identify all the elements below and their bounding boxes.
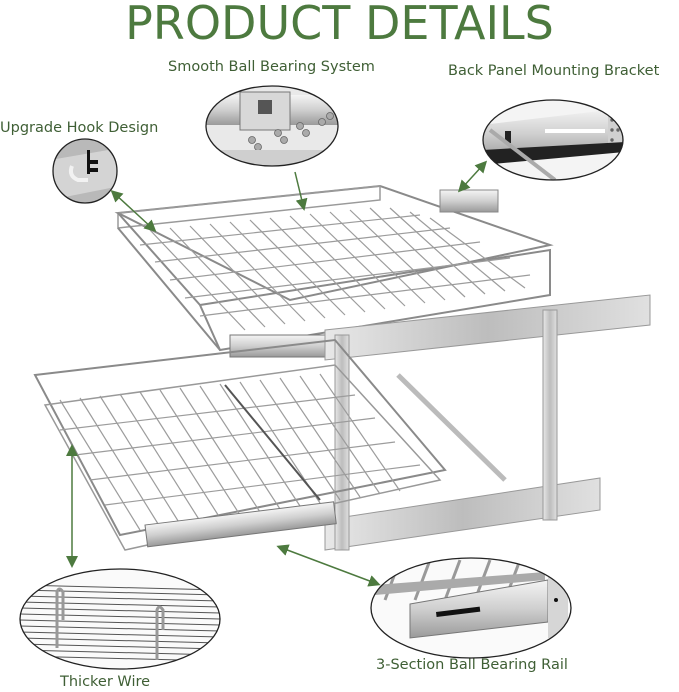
callout-label-thicker-wire: Thicker Wire bbox=[60, 674, 151, 690]
lower-basket bbox=[33, 338, 447, 551]
frame bbox=[324, 294, 651, 551]
callout-label-3-section-rail: 3-Section Ball Bearing Rail bbox=[376, 657, 568, 673]
lower-slide-rail bbox=[144, 501, 337, 548]
callout-3-section-rail bbox=[371, 558, 571, 658]
upper-back-bracket bbox=[439, 189, 499, 213]
upper-basket bbox=[114, 184, 554, 358]
callout-smooth-ball-bearing bbox=[206, 86, 338, 166]
callout-arrows bbox=[66, 160, 488, 587]
page-title: PRODUCT DETAILS bbox=[125, 0, 554, 50]
callout-label-upgrade-hook: Upgrade Hook Design bbox=[0, 120, 159, 136]
callout-thicker-wire bbox=[20, 569, 220, 669]
callout-label-back-panel-bracket: Back Panel Mounting Bracket bbox=[448, 63, 660, 79]
callout-label-smooth-ball-bearing: Smooth Ball Bearing System bbox=[168, 59, 375, 75]
callout-upgrade-hook bbox=[53, 139, 117, 203]
callout-back-panel-bracket bbox=[483, 100, 623, 180]
